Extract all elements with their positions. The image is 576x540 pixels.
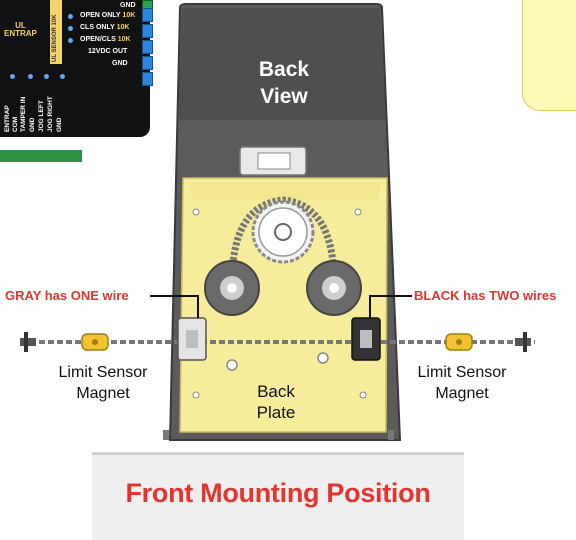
output-gnd: GND [112,60,128,68]
output-12vdc: 12VDC OUT [88,48,127,56]
led-dot [28,74,33,79]
vlabel-jog-right: JOG RIGHT [47,96,54,132]
output-open-cls: OPEN/CLS 10K [80,36,131,44]
led-dot [60,74,65,79]
back-view-title: Back View [224,56,344,110]
entrap-label: UL ENTRAP [4,22,37,38]
gnd-top-label: GND [120,2,136,10]
left-chain-bolt [20,332,36,352]
blue-terminal-column [142,8,152,78]
black-wire-callout: BLACK has TWO wires [414,288,556,303]
output-open-only: OPEN ONLY 10K [80,12,135,20]
control-board: UL SENSOR 10K UL ENTRAP GND OPEN ONLY 10… [0,0,150,137]
sticky-note [522,0,576,111]
led-dot [10,74,15,79]
right-limit-magnet [446,334,472,350]
bottom-terminal-strip [0,150,82,162]
right-sensor-label: Limit Sensor Magnet [402,362,522,404]
vlabel-tamper-in: TAMPER IN [20,97,27,132]
vlabel-jog-left: JOG LEFT [38,100,45,132]
vlabel-com: COM [12,117,19,132]
back-plate-label: Back Plate [236,381,316,423]
output-cls-only: CLS ONLY 10K [80,24,129,32]
vlabel-gnd: GND [29,118,36,132]
mounting-position-title: Front Mounting Position [92,478,464,509]
gray-wire-callout: GRAY has ONE wire [5,288,129,303]
led-dot [68,26,73,31]
sensor-strip-label: UL SENSOR 10K [52,14,58,62]
led-dot [68,14,73,19]
left-limit-magnet [82,334,108,350]
led-dot [44,74,49,79]
led-dot [68,38,73,43]
left-sensor-label: Limit Sensor Magnet [43,362,163,404]
vlabel-gnd-2: GND [56,118,63,132]
right-chain-bolt [515,332,531,352]
vlabel-entrap: ENTRAP [4,105,11,132]
